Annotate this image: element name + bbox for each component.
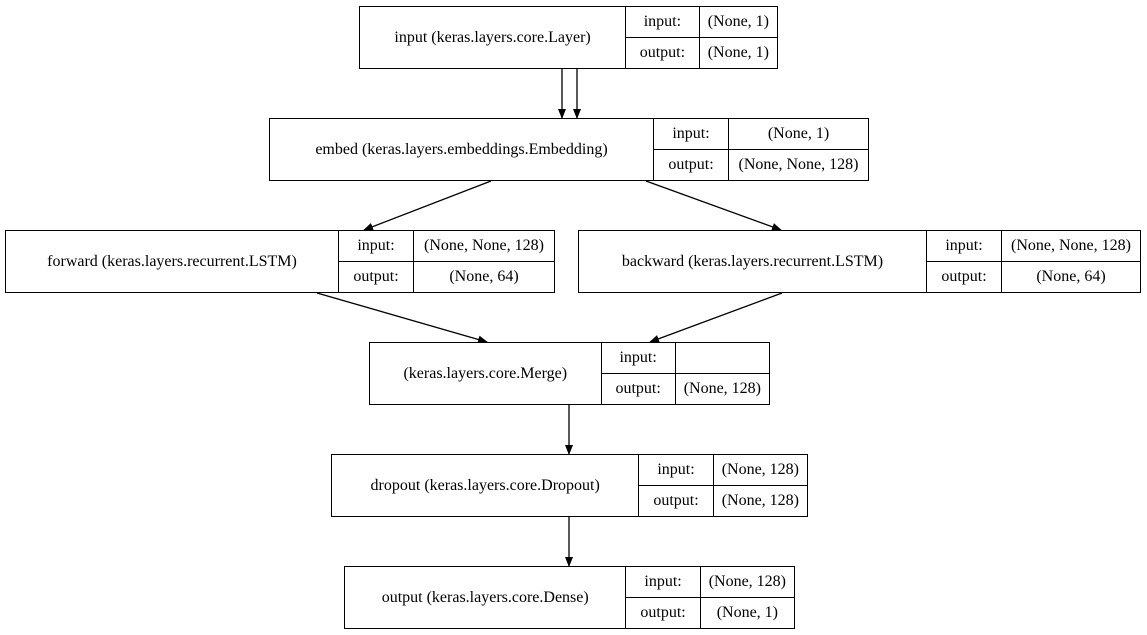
input-shape [676,343,769,373]
layer-node-merge: (keras.layers.core.Merge) input: output:… [369,342,770,405]
edge-embed-to-backward [645,180,782,231]
output-label: output: [601,373,675,404]
layer-node-embed: embed (keras.layers.embeddings.Embedding… [269,118,869,181]
output-shape: (None, 1) [700,597,794,628]
output-label: output: [927,261,1001,292]
input-shape: (None, 1) [767,125,830,142]
layer-name: output (keras.layers.core.Dense) [381,588,589,606]
output-shape: (None, None, 128) [729,149,868,180]
input-shape: (None, 128) [721,461,799,478]
edge-embed-to-forward [363,180,492,231]
input-shape: (None, 1) [707,13,769,30]
layer-name: input (keras.layers.core.Layer) [394,28,591,46]
input-shape: (None, None, 128) [424,237,544,254]
input-label: input: [644,573,682,590]
output-shape: (None, 128) [713,485,807,516]
output-label: output: [654,149,728,180]
layer-node-output: output (keras.layers.core.Dense) input: … [344,566,795,629]
layer-name: embed (keras.layers.embeddings.Embedding… [315,140,608,158]
layer-name: backward (keras.layers.recurrent.LSTM) [621,252,884,270]
layer-name: dropout (keras.layers.core.Dropout) [370,476,600,494]
layer-name: forward (keras.layers.recurrent.LSTM) [47,252,297,270]
layer-node-dropout: dropout (keras.layers.core.Dropout) inpu… [331,454,808,517]
input-shape: (None, 128) [708,573,786,590]
input-label: input: [357,237,395,254]
layer-node-input: input (keras.layers.core.Layer) input: o… [359,6,778,69]
input-shape: (None, None, 128) [1011,237,1131,254]
input-label: input: [619,349,657,366]
input-label: input: [672,125,710,142]
output-label: output: [626,37,699,68]
output-shape: (None, 1) [699,37,777,68]
output-label: output: [639,485,713,516]
layer-node-backward: backward (keras.layers.recurrent.LSTM) i… [578,230,1141,293]
input-label: input: [945,237,983,254]
input-label: input: [643,13,682,30]
edge-backward-to-merge [649,292,783,343]
layer-node-forward: forward (keras.layers.recurrent.LSTM) in… [5,230,555,293]
output-shape: (None, 64) [414,261,554,292]
output-shape: (None, 64) [1002,261,1140,292]
layer-name: (keras.layers.core.Merge) [403,364,568,382]
output-label: output: [339,261,413,292]
input-label: input: [657,461,695,478]
output-label: output: [626,597,700,628]
output-shape: (None, 128) [675,373,769,404]
edge-forward-to-merge [316,292,488,344]
